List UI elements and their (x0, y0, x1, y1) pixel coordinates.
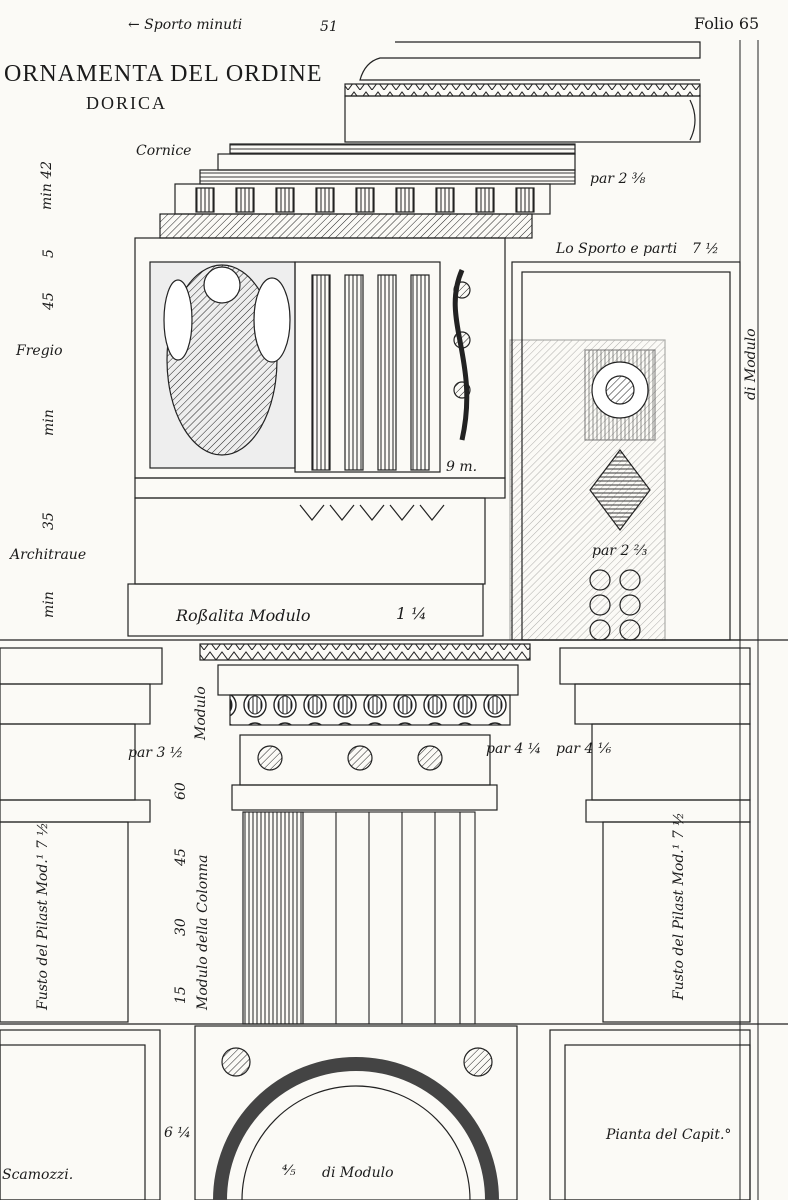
scale-min-b: min (41, 591, 57, 618)
di-modulo-right: di Modulo (743, 328, 759, 400)
colonna-vertical: Modulo della Colonna (195, 854, 211, 1010)
capital-band (0, 639, 788, 811)
par-capital-right: par 4 ⅙ (556, 741, 612, 757)
par-capital-left: par 3 ½ (128, 745, 184, 761)
scale-45: 45 (41, 292, 57, 310)
six-quarter-label: 6 ¼ (164, 1125, 191, 1141)
triglyph (294, 261, 441, 473)
architrave (127, 477, 506, 637)
fusto-pilastro-left: Fusto del Pilast Mod.¹ 7 ½ (35, 822, 51, 1010)
scale-35: 35 (41, 512, 57, 530)
sporto-label: ← Sporto minuti (128, 17, 243, 33)
fregio-label: Fregio (16, 343, 63, 359)
door-frame (509, 261, 741, 641)
column-scale-15: 15 (173, 986, 189, 1004)
left-pilaster (0, 647, 163, 1023)
rossalita-value: 1 ¼ (396, 604, 427, 623)
sporto-parti-label: Lo Sporto e parti (556, 241, 678, 257)
sporto-number: 51 (320, 19, 338, 35)
right-pilaster (559, 647, 751, 1023)
modulo-vertical: Modulo (193, 686, 209, 740)
scale-5: 5 (41, 249, 57, 258)
cornice (159, 143, 576, 239)
upper-cornice (344, 41, 701, 143)
architraue-label: Architraue (10, 547, 87, 563)
leaf-ornament (452, 268, 471, 441)
bottom-fraction: ⅘ (282, 1163, 296, 1179)
bottom-modulo-label: di Modulo (322, 1165, 394, 1181)
right-scale (739, 40, 759, 1200)
armour-trophy-relief (163, 264, 291, 456)
bottom-arch (0, 1023, 788, 1200)
frieze (134, 237, 506, 479)
sporto-parti-value: 7 ½ (692, 241, 719, 257)
nine-m-label: 9 m. (446, 459, 478, 475)
column-shaft (242, 811, 476, 1025)
mutules (195, 187, 535, 213)
par-capital-mid: par 4 ¼ (486, 741, 542, 757)
rossalita-label: Roßalita Modulo (176, 606, 311, 625)
page-subtitle: DORICA (86, 93, 168, 113)
column-scale-30: 30 (173, 918, 189, 936)
scamozzi-signature: Scamozzi. (2, 1167, 74, 1183)
pianta-label: Pianta del Capit.° (606, 1127, 732, 1143)
page-title: ORNAMENTA DEL ORDINE (4, 61, 323, 87)
par-cornice: par 2 ⅜ (590, 171, 646, 187)
folio-number: Folio 65 (694, 14, 760, 33)
cornice-label: Cornice (136, 143, 192, 159)
scale-min-42: min 42 (39, 160, 55, 210)
column-scale-45: 45 (173, 848, 189, 866)
fusto-pilastro-right: Fusto del Pilast Mod.¹ 7 ½ (671, 812, 687, 1000)
column-scale-60: 60 (173, 782, 189, 800)
par-door: par 2 ⅔ (592, 543, 648, 559)
scale-min-a: min (41, 409, 57, 436)
